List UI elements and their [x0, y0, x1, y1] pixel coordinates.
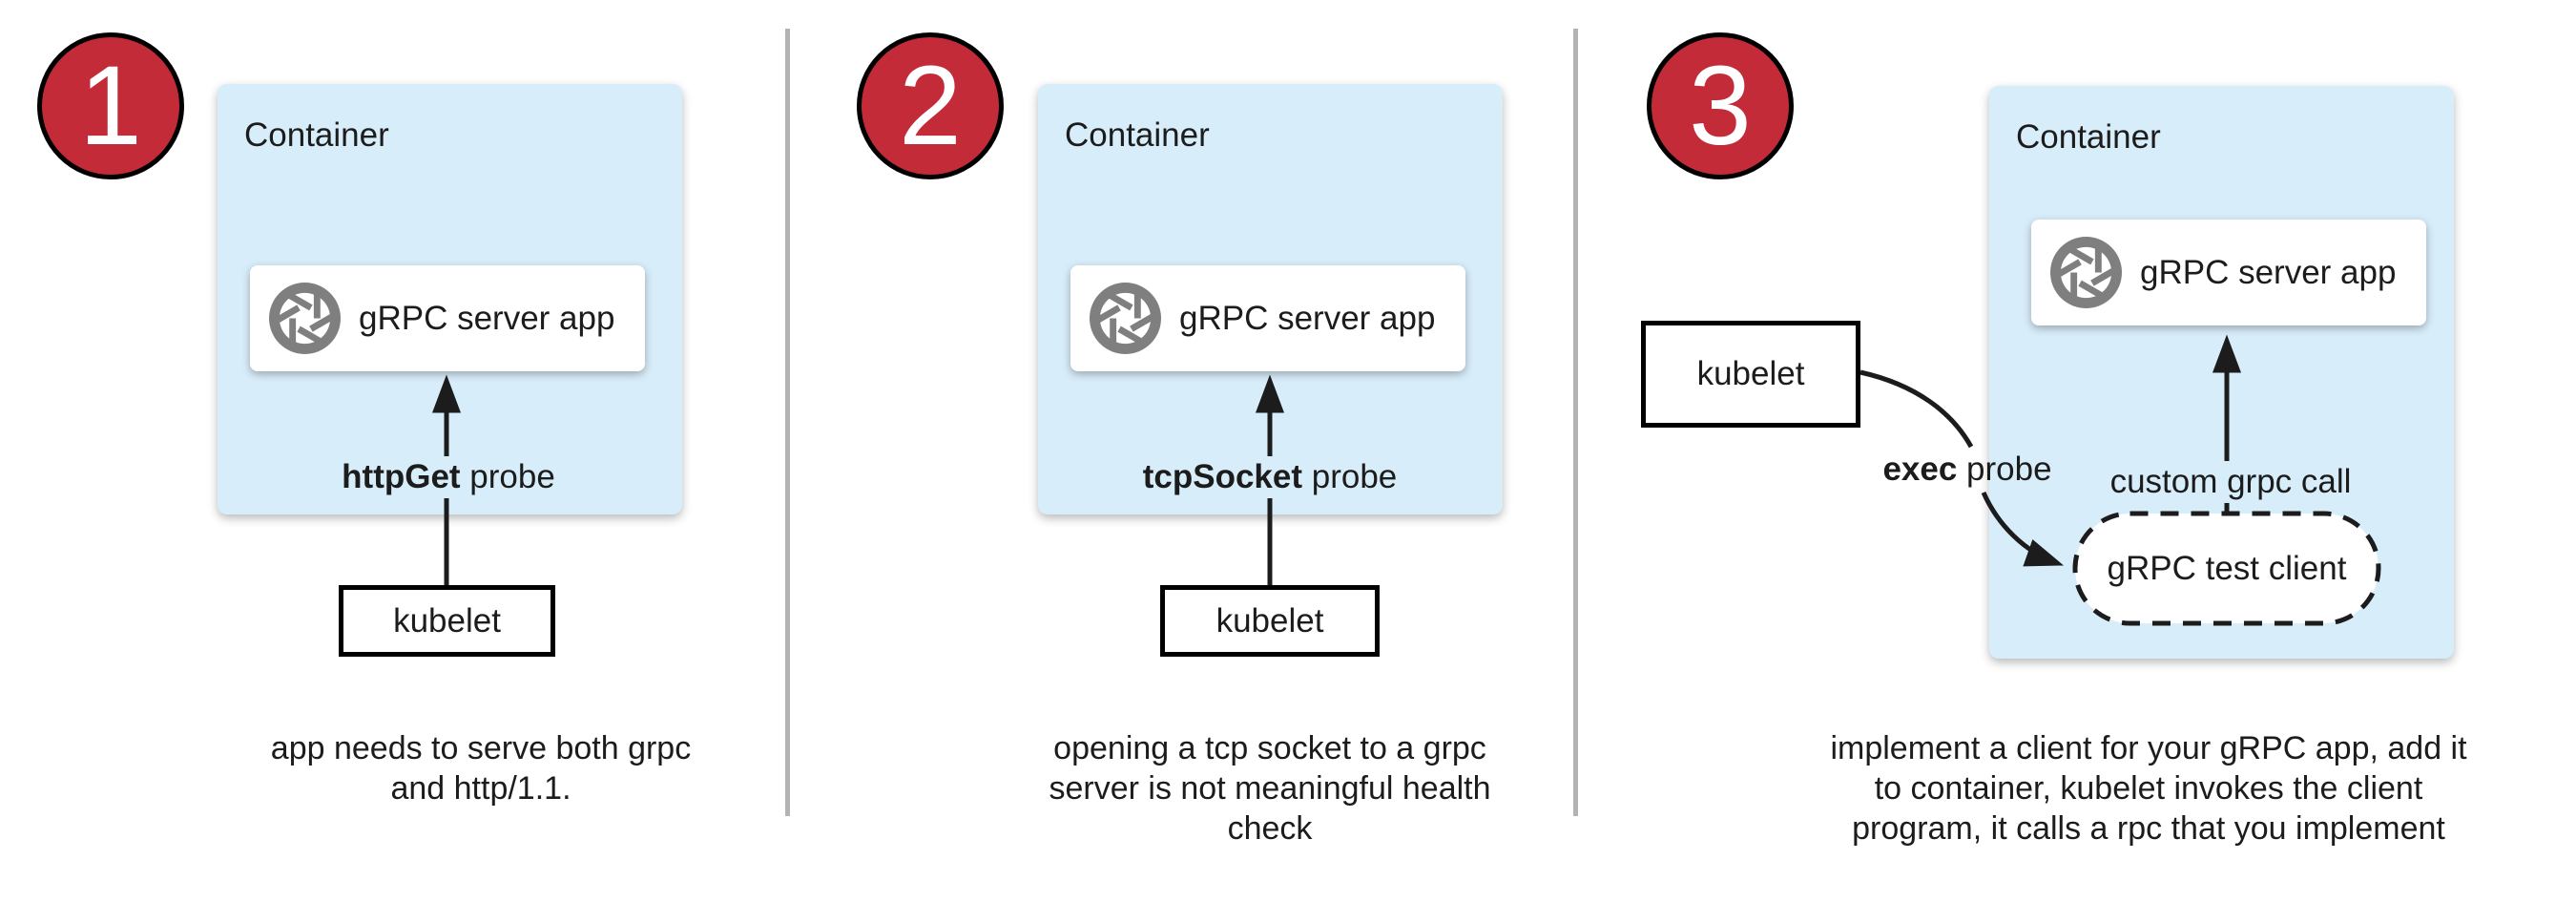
grpc-server-app-box-1: gRPC server app: [250, 265, 645, 371]
probe-type: httpGet: [342, 458, 461, 495]
kubelet-label: kubelet: [1215, 601, 1324, 640]
probe-word: probe: [1302, 458, 1398, 495]
caption-line: server is not meaningful health: [1049, 770, 1491, 807]
step-number: 3: [1689, 43, 1752, 169]
kubelet-box-1: kubelet: [339, 585, 555, 657]
grpc-app-icon: [1090, 283, 1161, 354]
step-number: 2: [899, 43, 962, 169]
caption-line: program, it calls a rpc that you impleme…: [1852, 810, 2445, 847]
caption-line: to container, kubelet invokes the client: [1874, 770, 2423, 807]
grpc-server-app-label: gRPC server app: [2140, 253, 2397, 291]
kubelet-box-3: kubelet: [1641, 321, 1860, 428]
grpc-server-app-box-2: gRPC server app: [1070, 265, 1465, 371]
grpc-app-icon: [2050, 237, 2122, 308]
grpc-server-app-label: gRPC server app: [359, 299, 615, 337]
step-badge-3: 3: [1647, 32, 1794, 179]
probe-word: probe: [460, 458, 555, 495]
grpc-server-app-label: gRPC server app: [1179, 299, 1436, 337]
grpc-app-icon: [269, 283, 341, 354]
custom-grpc-call-label: custom grpc call: [2100, 461, 2361, 503]
caption-1: app needs to serve both grpc and http/1.…: [271, 728, 691, 808]
step-badge-1: 1: [37, 32, 184, 179]
caption-line: and http/1.1.: [390, 770, 571, 807]
probe-word: probe: [1957, 451, 2052, 488]
caption-line: implement a client for your gRPC app, ad…: [1830, 730, 2467, 766]
caption-3: implement a client for your gRPC app, ad…: [1830, 728, 2466, 849]
caption-2: opening a tcp socket to a grpc server is…: [1049, 728, 1490, 849]
grpc-test-client-box: [2072, 511, 2381, 626]
panel-divider-2: [1573, 29, 1578, 816]
probe-type: tcpSocket: [1142, 458, 1303, 495]
container-label-2: Container: [1065, 116, 1210, 154]
exec-probe-label: exec probe: [1873, 449, 2061, 491]
tcpsocket-probe-label: tcpSocket probe: [1132, 456, 1407, 498]
step-number: 1: [79, 43, 142, 169]
probe-type: exec: [1882, 451, 1958, 488]
kubelet-label: kubelet: [393, 601, 501, 640]
grpc-test-client-label: gRPC test client: [2107, 550, 2347, 587]
step-badge-2: 2: [857, 32, 1004, 179]
exec-probe-curve-upper: [1859, 369, 1974, 449]
kubelet-label: kubelet: [1696, 355, 1805, 392]
panel-divider-1: [785, 29, 790, 816]
caption-line: app needs to serve both grpc: [270, 730, 692, 766]
caption-line: check: [1227, 810, 1313, 847]
container-label-1: Container: [244, 116, 389, 154]
kubelet-box-2: kubelet: [1160, 585, 1380, 657]
grpc-server-app-box-3: gRPC server app: [2031, 220, 2426, 325]
httpget-probe-label: httpGet probe: [332, 456, 565, 498]
caption-line: opening a tcp socket to a grpc: [1053, 730, 1486, 766]
exec-probe-curve-lower: [1981, 491, 2065, 567]
container-label-3: Container: [2016, 118, 2161, 156]
